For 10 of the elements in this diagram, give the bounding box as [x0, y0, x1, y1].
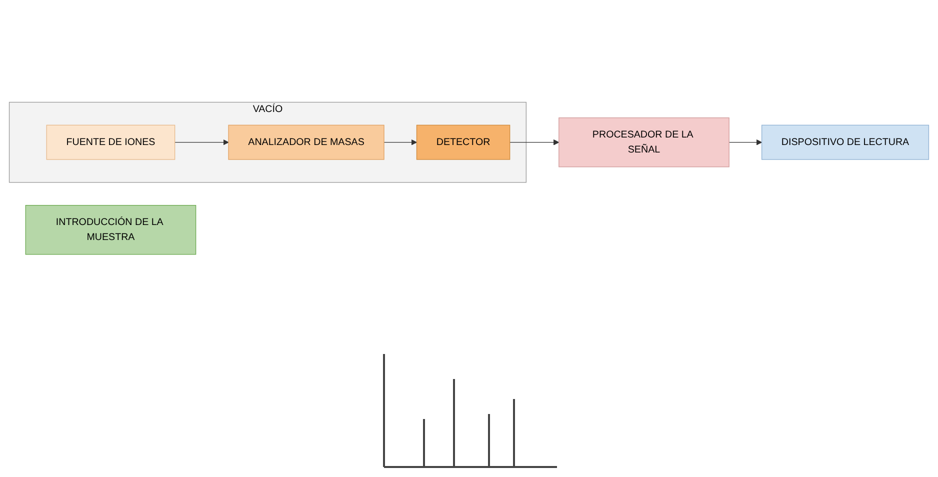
arrow [728, 140, 762, 146]
node-box: PROCESADOR DE LA SEÑAL [558, 118, 730, 168]
node-box: DETECTOR [416, 124, 510, 160]
arrow [174, 140, 229, 146]
node-box: DISPOSITIVO DE LECTURA [761, 124, 930, 160]
node-box: INTRODUCCIÓN DE LA MUESTRA [25, 205, 196, 255]
node-box: ANALIZADOR DE MASAS [228, 124, 384, 160]
arrow [510, 140, 560, 146]
node-box: FUENTE DE IONES [46, 124, 176, 160]
arrow [384, 140, 417, 146]
